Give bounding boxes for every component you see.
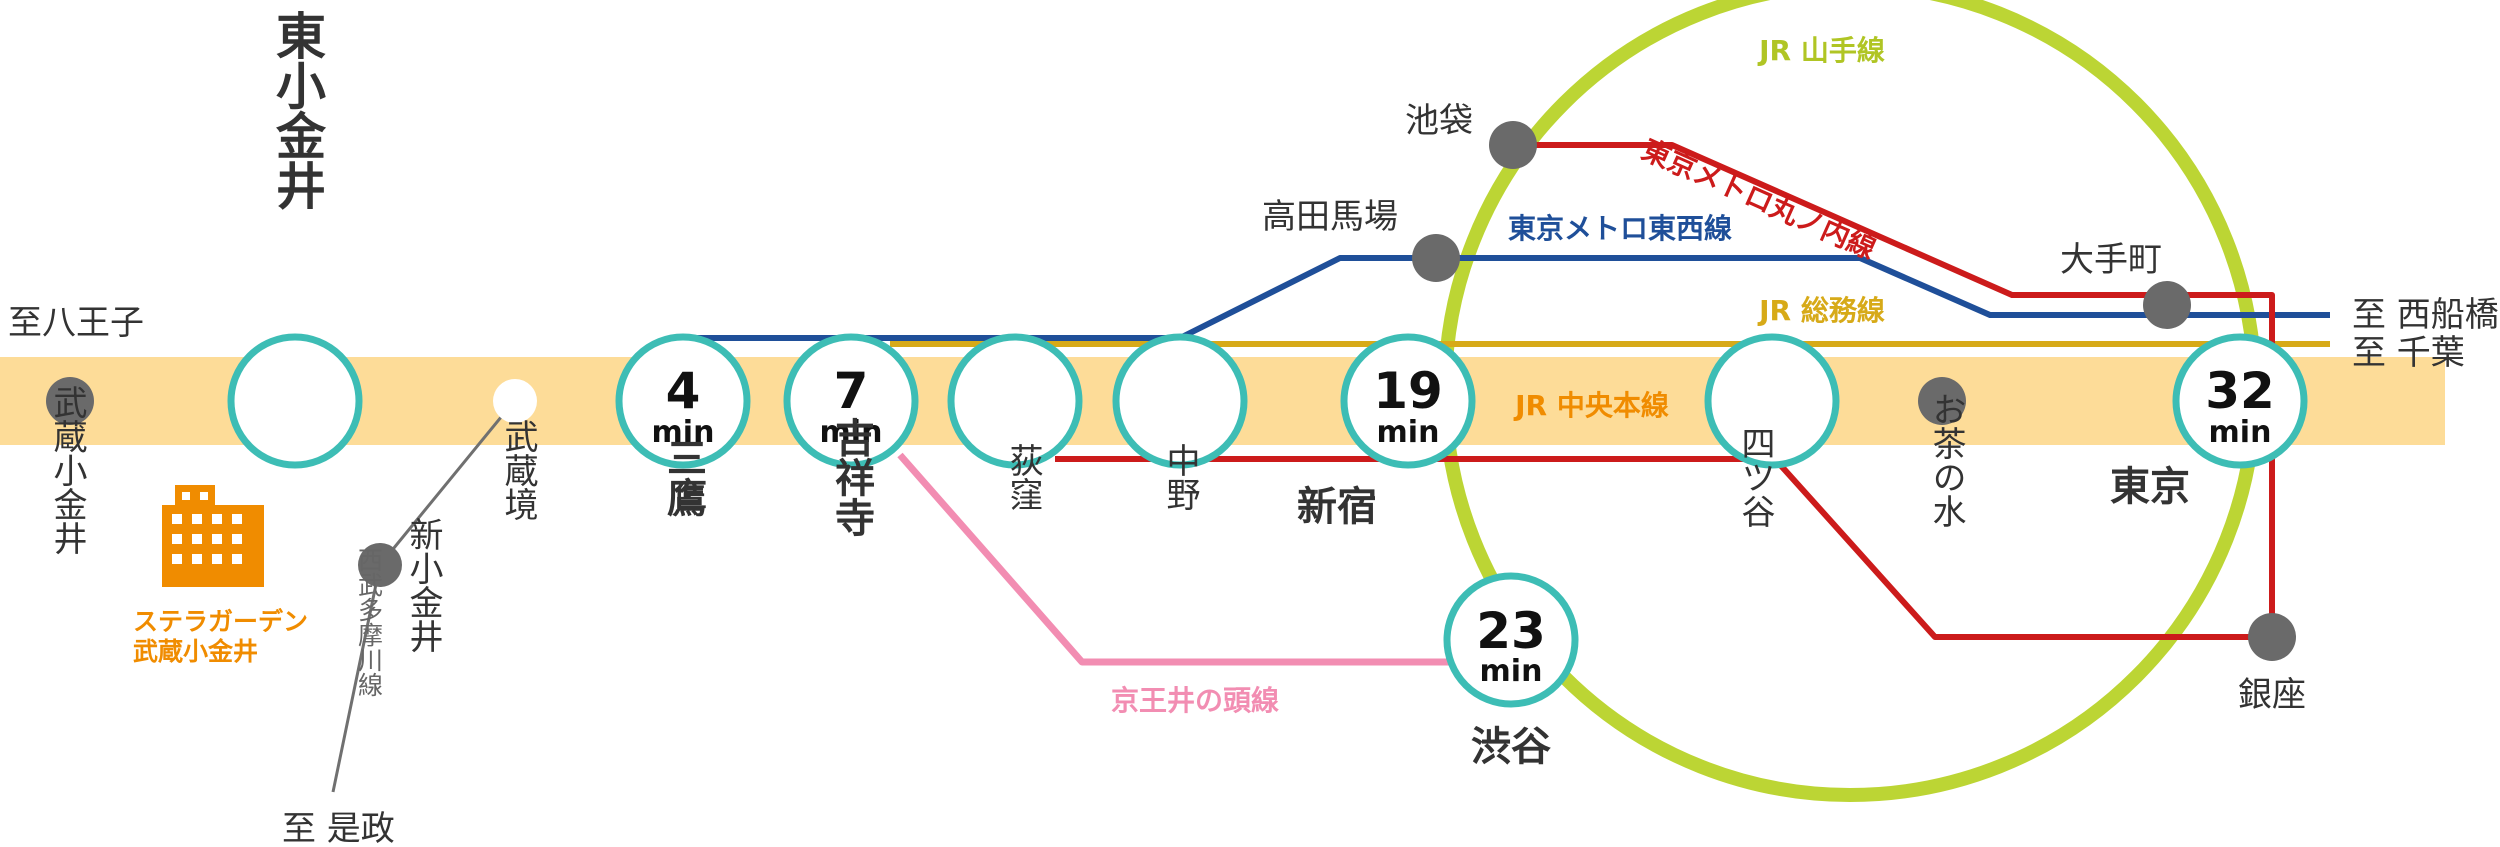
label-kichijoji: 吉祥寺 <box>828 417 875 537</box>
label-otemachi: 大手町 <box>2060 240 2162 280</box>
station-ring-higashi-koganei <box>227 333 363 469</box>
label-hachioji: 至八王子 <box>8 303 144 343</box>
label-ochanomizu: お茶の水 <box>1926 392 1966 528</box>
line-label-marunouchi: 東京メトロ丸ノ内線 <box>1637 133 1881 266</box>
time-mitaka-value: 4 <box>666 362 701 420</box>
time-shinjuku-value: 19 <box>1373 362 1443 420</box>
label-yotsuya: 四ツ谷 <box>1735 426 1775 528</box>
property-name: ステラガーデン <box>133 607 308 636</box>
label-higashi-koganei: 東小金井 <box>268 10 326 211</box>
station-dot-ochanomizu <box>1918 377 1966 425</box>
station-dot-musashi-koganei <box>46 377 94 425</box>
line-label-tozai: 東京メトロ東西線 <box>1508 212 1732 245</box>
station-ring-kichijoji <box>783 333 919 469</box>
tozai-line <box>690 255 2330 341</box>
label-koremasa: 至 是政 <box>282 809 395 847</box>
time-shibuya-value: 23 <box>1476 602 1546 660</box>
building-icon <box>162 485 264 587</box>
label-shinjuku: 新宿 <box>1297 484 1377 530</box>
label-mitaka: 三鷹 <box>660 437 707 517</box>
station-ring-shibuya <box>1443 572 1579 708</box>
label-takadanobaba: 高田馬場 <box>1262 197 1398 237</box>
station-ring-nakano <box>1112 333 1248 469</box>
label-ikebukuro: 池袋 <box>1405 101 1473 141</box>
time-tokyo-unit: min <box>2209 415 2272 450</box>
label-ogikubo: 荻窪 <box>1003 443 1043 511</box>
station-ring-mitaka <box>615 333 751 469</box>
keio-inokashira-line <box>897 452 1460 666</box>
label-musashi-koganei: 武蔵小金井 <box>47 385 87 555</box>
label-ginza: 銀座 <box>2238 675 2306 715</box>
property-area: 武蔵小金井 <box>133 637 258 666</box>
marunouchi-line <box>1055 142 2275 640</box>
label-shin-koganei: 新小金井 <box>403 517 443 653</box>
time-kichijoji-unit: min <box>820 415 883 450</box>
time-mitaka-unit: min <box>652 415 715 450</box>
label-shibuya: 渋谷 <box>1471 724 1551 770</box>
line-label-sobu: JR 総務線 <box>1757 294 1885 327</box>
label-nishifunabashi: 至 西船橋 <box>2352 295 2499 335</box>
time-tokyo-value: 32 <box>2205 362 2275 420</box>
station-dot-otemachi <box>2143 281 2191 329</box>
station-ring-shinjuku <box>1340 333 1476 469</box>
time-shinjuku-unit: min <box>1377 415 1440 450</box>
line-label-yamanote: JR 山手線 <box>1757 34 1885 67</box>
label-tokyo: 東京 <box>2110 464 2190 510</box>
line-label-keio: 京王井の頭線 <box>1111 684 1279 717</box>
station-ring-yotsuya <box>1704 333 1840 469</box>
station-dot-takadanobaba <box>1412 234 1460 282</box>
station-ring-ogikubo <box>947 333 1083 469</box>
station-ring-tokyo <box>2172 333 2308 469</box>
time-kichijoji-value: 7 <box>834 362 869 420</box>
station-dot-shin-koganei <box>358 543 402 587</box>
station-dot-ginza <box>2248 613 2296 661</box>
label-nakano: 中野 <box>1160 443 1200 511</box>
station-dot-ikebukuro <box>1489 121 1537 169</box>
line-label-chuo: JR 中央本線 <box>1513 389 1669 422</box>
label-chiba: 至 千葉 <box>2352 333 2465 373</box>
label-seibu-line: 西武多摩川線 <box>355 547 384 697</box>
label-musashi-sakai: 武蔵境 <box>498 419 538 521</box>
station-dot-musashi-sakai <box>493 379 537 423</box>
time-shibuya-unit: min <box>1480 654 1543 689</box>
